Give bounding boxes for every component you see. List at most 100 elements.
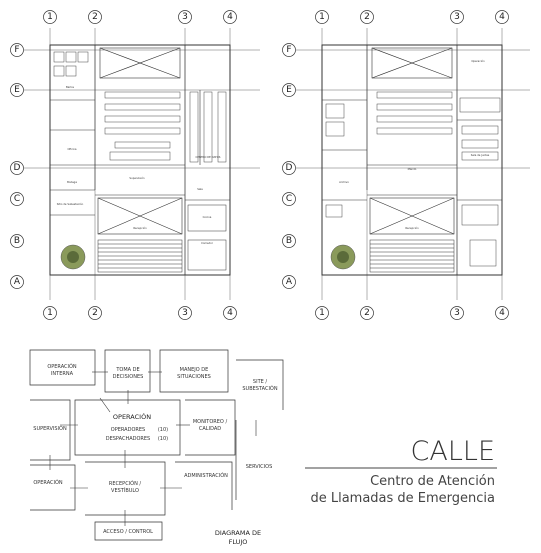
restrooms-left <box>53 51 89 77</box>
grid-row-F-left: F <box>10 43 24 57</box>
desks-right-column <box>189 91 227 163</box>
label-banos-left: Baños <box>66 85 75 89</box>
grid-col-3-top-r: 3 <box>450 10 464 24</box>
svg-text:3: 3 <box>182 308 188 318</box>
svg-text:1: 1 <box>47 308 53 318</box>
axis-lines-left <box>24 28 260 300</box>
svg-text:3: 3 <box>454 12 460 22</box>
plan-right-labels: Recepción Mando Archivo Sala de Juntas O… <box>339 59 490 230</box>
svg-text:B: B <box>286 236 292 246</box>
flow-labels: OPERACIÓN INTERNA TOMA DE DECISIONES MAN… <box>33 363 278 546</box>
svg-text:2: 2 <box>92 308 98 318</box>
stairs-right <box>369 239 455 273</box>
project-subtitle-1: Centro de Atención <box>370 474 495 489</box>
flow-operacion-interna-2: INTERNA <box>51 371 74 377</box>
label-oficina-left: Oficina <box>67 147 76 151</box>
label-recepcion-right: Recepción <box>405 226 419 230</box>
diagram-title-2: FLUJO <box>229 538 248 546</box>
grid-row-C-right: C <box>282 192 296 206</box>
grid-row-A-right: A <box>282 275 296 289</box>
label-sala-juntas-right: Sala de Juntas <box>471 153 490 157</box>
flow-manejo-1: MANEJO DE <box>180 367 209 373</box>
grid-markers-left: 1 2 3 4 1 2 3 4 F E D C B A <box>10 10 237 320</box>
grid-col-2-top: 2 <box>88 10 102 24</box>
label-operacion-right: Operación <box>471 59 485 63</box>
flow-servicios: SERVICIOS <box>246 464 273 470</box>
grid-col-2-bottom: 2 <box>88 306 102 320</box>
svg-text:4: 4 <box>227 308 233 318</box>
title-block: CALLE Centro de Atención de Llamadas de … <box>305 436 497 506</box>
flow-toma-decisiones-1: TOMA DE <box>115 367 139 373</box>
project-title: CALLE <box>411 436 495 467</box>
svg-text:E: E <box>286 85 292 95</box>
svg-text:3: 3 <box>454 308 460 318</box>
plan-left-labels: Recepción Supervisión Sala Comedor CENTR… <box>57 85 221 245</box>
flow-operadores-count: (10) <box>158 427 168 433</box>
svg-text:1: 1 <box>319 308 325 318</box>
floor-plan-right <box>296 28 530 300</box>
label-bodega-left: Bodega <box>67 180 77 184</box>
floor-plan-left <box>24 28 260 300</box>
grid-col-3-top: 3 <box>178 10 192 24</box>
label-cocina-left: Cocina <box>203 215 212 219</box>
svg-text:B: B <box>14 236 20 246</box>
flow-arrows <box>49 371 257 526</box>
svg-text:2: 2 <box>364 12 370 22</box>
workstations-left <box>104 91 181 161</box>
flow-recepcion-1: RECEPCIÓN / <box>109 480 142 487</box>
grid-col-1-top: 1 <box>43 10 57 24</box>
label-mando-right: Mando <box>408 167 417 171</box>
flow-supervision: SUPERVISIÓN <box>33 425 67 432</box>
label-sala-left: Sala <box>197 187 203 191</box>
svg-text:C: C <box>14 194 20 204</box>
label-sitio-left: Sitio de Subestación <box>57 202 84 206</box>
grid-row-D-left: D <box>10 161 24 175</box>
grid-col-2-bottom-r: 2 <box>360 306 374 320</box>
flow-despachadores-count: (10) <box>158 436 168 442</box>
grid-col-3-bottom-r: 3 <box>450 306 464 320</box>
svg-text:2: 2 <box>364 308 370 318</box>
grid-markers-right: 1 2 3 4 1 2 3 4 F E D C B A <box>282 10 509 320</box>
svg-text:4: 4 <box>499 308 505 318</box>
svg-text:F: F <box>14 45 19 55</box>
flow-operacion-bottom: OPERACIÓN <box>33 479 63 486</box>
stairs-left <box>97 239 183 273</box>
svg-text:A: A <box>286 277 293 287</box>
flow-despachadores: DESPACHADORES <box>106 436 150 442</box>
flow-acceso: ACCESO / CONTROL <box>103 529 153 535</box>
label-archivo-right: Archivo <box>339 180 349 184</box>
diagram-title-1: DIAGRAMA DE <box>215 529 261 537</box>
grid-col-4-bottom-r: 4 <box>495 306 509 320</box>
grid-col-3-bottom: 3 <box>178 306 192 320</box>
grid-row-B-left: B <box>10 234 24 248</box>
flow-site-1: SITE / <box>253 379 267 385</box>
grid-col-4-top: 4 <box>223 10 237 24</box>
grid-row-D-right: D <box>282 161 296 175</box>
flow-manejo-2: SITUACIONES <box>177 374 211 380</box>
svg-text:1: 1 <box>47 12 53 22</box>
flow-operacion-title: OPERACIÓN <box>113 412 151 421</box>
flow-administracion: ADMINISTRACIÓN <box>184 472 228 479</box>
flow-monitoreo-2: CALIDAD <box>199 426 221 432</box>
label-comedor-left: Comedor <box>201 241 214 245</box>
flow-toma-decisiones-2: DECISIONES <box>113 374 144 380</box>
svg-text:2: 2 <box>92 12 98 22</box>
flow-operacion-interna-1: OPERACIÓN <box>47 363 77 370</box>
svg-text:F: F <box>286 45 291 55</box>
grid-col-4-bottom: 4 <box>223 306 237 320</box>
grid-col-2-top-r: 2 <box>360 10 374 24</box>
flow-recepcion-2: VESTÍBULO <box>111 487 139 494</box>
workstations-right <box>376 91 501 161</box>
svg-text:C: C <box>286 194 292 204</box>
flow-diagram <box>29 349 284 541</box>
project-subtitle-2: de Llamadas de Emergencia <box>310 491 495 506</box>
svg-text:1: 1 <box>319 12 325 22</box>
grid-row-E-left: E <box>10 83 24 97</box>
grid-row-A-left: A <box>10 275 24 289</box>
grid-row-B-right: B <box>282 234 296 248</box>
label-supervision-left: Supervisión <box>129 176 145 180</box>
grid-col-1-top-r: 1 <box>315 10 329 24</box>
svg-text:D: D <box>286 163 293 173</box>
grid-row-C-left: C <box>10 192 24 206</box>
grid-col-1-bottom-r: 1 <box>315 306 329 320</box>
